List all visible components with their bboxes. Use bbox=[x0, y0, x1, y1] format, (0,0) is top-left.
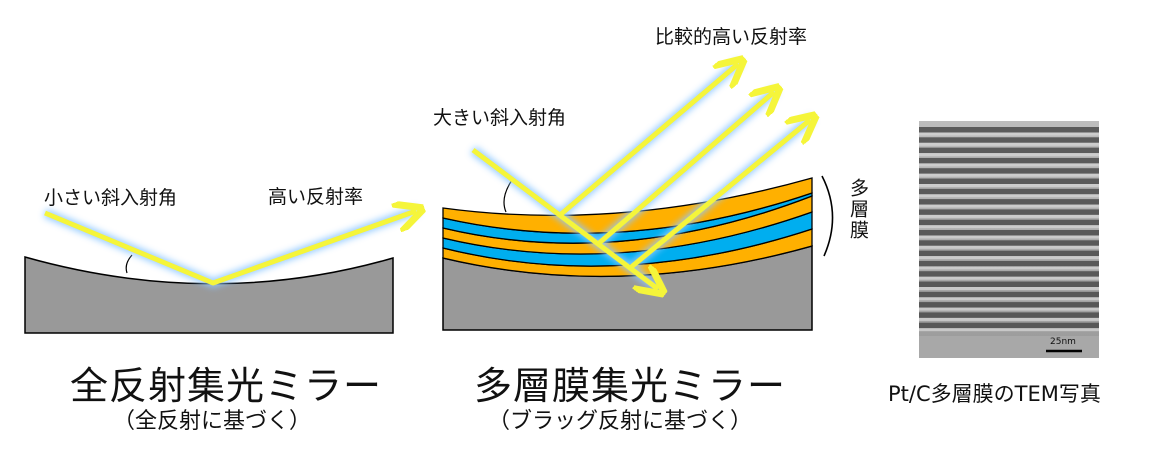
tem-stripe-dark bbox=[919, 281, 1099, 287]
tem-stripe-dark bbox=[919, 312, 1099, 318]
mirror-substrate bbox=[24, 256, 394, 334]
tem-stripe-light bbox=[919, 245, 1099, 249]
tem-stripe-light bbox=[919, 163, 1099, 167]
tem-stripe-dark bbox=[919, 127, 1099, 133]
tem-stripe-light bbox=[919, 173, 1099, 177]
multilayer-title: 多層膜集光ミラー bbox=[474, 364, 787, 408]
multilayer-subtitle: （ブラッグ反射に基づく） bbox=[488, 409, 753, 434]
tem-stripe-light bbox=[919, 235, 1099, 239]
tem-layer-stripes bbox=[919, 127, 1099, 332]
scale-bar-label: 25nm bbox=[1050, 337, 1076, 347]
tem-stripe-light bbox=[919, 132, 1099, 136]
tem-stripe-light bbox=[919, 328, 1099, 332]
tem-stripe-dark bbox=[919, 322, 1099, 329]
tem-stripe-dark bbox=[919, 199, 1099, 205]
tem-stripe-light bbox=[919, 184, 1099, 187]
tem-stripe-dark bbox=[919, 178, 1099, 184]
incidence-angle-arc bbox=[125, 254, 133, 274]
total-reflection-subtitle: （全反射に基づく） bbox=[113, 409, 312, 434]
tem-stripe-light bbox=[919, 307, 1099, 311]
relatively-high-reflectivity-label: 比較的高い反射率 bbox=[655, 26, 808, 48]
tem-substrate-band bbox=[919, 336, 1099, 358]
tem-stripe-light bbox=[919, 153, 1099, 157]
tem-stripe-light bbox=[919, 225, 1099, 229]
high-reflectivity-label: 高い反射率 bbox=[268, 186, 364, 208]
tem-stripe-light bbox=[919, 204, 1099, 208]
tem-image bbox=[919, 121, 1099, 358]
tem-stripe-light bbox=[919, 142, 1099, 146]
multilayer-mirror bbox=[442, 62, 834, 331]
tem-stripe-light bbox=[919, 287, 1099, 290]
tem-stripe-light bbox=[919, 214, 1099, 218]
multilayer-bracket bbox=[821, 175, 834, 257]
reflected-ray-1 bbox=[558, 64, 738, 217]
tem-stripe-dark bbox=[919, 230, 1099, 236]
tem-stripe-light bbox=[919, 297, 1099, 301]
tem-stripe-dark bbox=[919, 137, 1099, 143]
incidence-angle-arc bbox=[503, 179, 513, 213]
tem-stripe-dark bbox=[919, 168, 1099, 174]
tem-stripe-light bbox=[919, 266, 1099, 270]
tem-stripe-dark bbox=[919, 209, 1099, 215]
large-angle-label: 大きい斜入射角 bbox=[433, 107, 567, 129]
reflected-ray-2 bbox=[596, 92, 774, 246]
tem-stripe-dark bbox=[919, 157, 1099, 164]
tem-stripe-light bbox=[919, 317, 1099, 321]
tem-stripe-dark bbox=[919, 260, 1099, 267]
tem-stripe-light bbox=[919, 276, 1099, 280]
tem-stripe-dark bbox=[919, 219, 1099, 226]
total-reflection-mirror bbox=[24, 210, 418, 334]
tem-stripe-light bbox=[919, 256, 1099, 260]
small-angle-label: 小さい斜入射角 bbox=[44, 187, 178, 209]
multilayer-label: 多層膜 bbox=[847, 178, 869, 241]
tem-stripe-light bbox=[919, 194, 1099, 198]
tem-stripe-dark bbox=[919, 240, 1099, 246]
incident-ray bbox=[471, 148, 658, 289]
tem-stripe-dark bbox=[919, 302, 1099, 308]
tem-stripe-dark bbox=[919, 291, 1099, 298]
tem-stripe-dark bbox=[919, 188, 1099, 195]
reflected-ray-3 bbox=[628, 120, 810, 270]
tem-stripe-dark bbox=[919, 271, 1099, 277]
tem-caption: Pt/C多層膜のTEM写真 bbox=[888, 382, 1101, 406]
tem-stripe-dark bbox=[919, 147, 1099, 154]
tem-stripe-dark bbox=[919, 250, 1099, 257]
total-reflection-title: 全反射集光ミラー bbox=[70, 364, 383, 408]
incident-reflected-ray bbox=[44, 211, 416, 286]
